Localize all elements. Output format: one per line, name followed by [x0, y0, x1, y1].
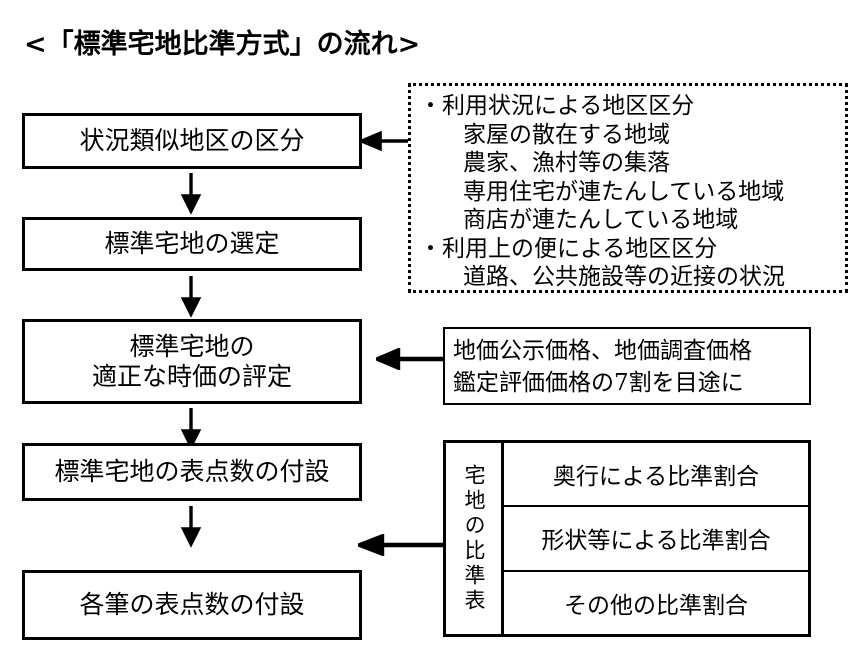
table-row: 形状等による比準割合 [504, 507, 808, 572]
comparison-table-vertical-label: 宅地の比準表 [446, 443, 504, 634]
table-row: 奥行による比準割合 [504, 443, 808, 508]
dotted-panel-line-7: 道路、公共施設等の近接の状況 [463, 264, 785, 290]
note-panel-line-1: 地価公示価格、地価調査価格 [453, 338, 752, 364]
dotted-panel-line-6: ・利用上の便による地区区分 [419, 235, 718, 262]
flow-step-3-label-line-2: 適正な時価の評定 [91, 361, 292, 391]
flow-step-5-box: 各筆の表点数の付設 [22, 570, 362, 640]
flow-step-2-box: 標準宅地の選定 [22, 217, 362, 271]
page-title: <「標準宅地比準方式」の流れ> [24, 29, 421, 60]
price-basis-note-panel: 地価公示価格、地価調査価格 鑑定評価価格の7割を目途に [443, 327, 811, 405]
flow-step-3-label-line-1: 標準宅地の [129, 332, 255, 361]
flow-step-1-box: 状況類似地区の区分 [22, 113, 362, 169]
flow-step-5-label: 各筆の表点数の付設 [79, 590, 305, 620]
flow-step-4-label: 標準宅地の表点数の付設 [54, 457, 330, 487]
comparison-table-rows: 奥行による比準割合 形状等による比準割合 その他の比準割合 [504, 443, 808, 634]
down-arrow-1-icon [180, 171, 204, 215]
down-arrow-2-icon [180, 274, 204, 318]
connector-arrow-1-icon [357, 130, 412, 152]
flow-step-1-label: 状況類似地区の区分 [79, 126, 305, 156]
down-arrow-3-icon [180, 406, 204, 450]
flow-step-4-box: 標準宅地の表点数の付設 [22, 443, 362, 501]
land-use-classification-panel: ・利用状況による地区区分 家屋の散在する地域 農家、漁村等の集落 専用住宅が連た… [408, 83, 848, 293]
dotted-panel-line-4: 専用住宅が連たんしている地域 [463, 178, 785, 205]
connector-arrow-2-icon [372, 347, 444, 371]
dotted-panel-line-5: 商店が連たんしている地域 [463, 207, 739, 233]
connector-arrow-3-icon [353, 533, 446, 557]
dotted-panel-line-1: ・利用状況による地区区分 [419, 93, 695, 119]
dotted-panel-line-2: 家屋の散在する地域 [463, 121, 670, 148]
flow-step-3-box: 標準宅地の 適正な時価の評定 [22, 319, 362, 404]
comparison-table: 宅地の比準表 奥行による比準割合 形状等による比準割合 その他の比準割合 [443, 440, 811, 637]
flow-step-2-label: 標準宅地の選定 [104, 229, 280, 259]
down-arrow-4-icon [180, 504, 204, 548]
dotted-panel-line-3: 農家、漁村等の集落 [463, 150, 670, 176]
note-panel-line-2: 鑑定評価価格の7割を目途に [453, 370, 744, 396]
table-row: その他の比準割合 [564, 592, 748, 619]
